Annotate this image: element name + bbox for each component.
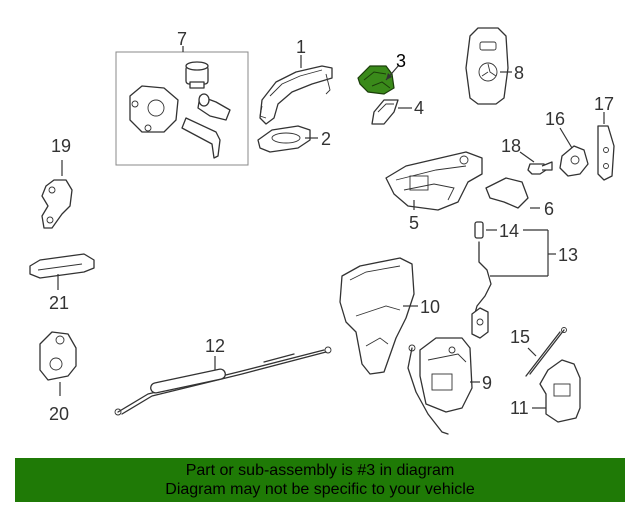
part-1-outside-handle — [259, 55, 333, 125]
callout-14: 14 — [499, 221, 519, 241]
callout-11: 11 — [510, 398, 529, 418]
part-8-remote-key — [465, 27, 512, 105]
part-20-mechanism — [39, 331, 77, 396]
callout-8: 8 — [514, 63, 524, 83]
part-13-rod-assembly — [471, 241, 492, 339]
part-19-lever — [41, 160, 73, 229]
part-15-rod — [525, 327, 567, 377]
part-21-pull-handle — [29, 253, 95, 290]
banner-line-2: Diagram may not be specific to your vehi… — [165, 481, 475, 498]
callout-12: 12 — [205, 336, 225, 356]
banner-line-1: Part or sub-assembly is #3 in diagram — [185, 462, 455, 479]
part-16-bracket — [559, 127, 589, 177]
part-5-lock-assembly — [385, 151, 483, 211]
callout-7: 7 — [177, 29, 187, 49]
part-17-strip — [597, 112, 615, 181]
callout-16: 16 — [545, 109, 565, 129]
part-6-bracket — [485, 177, 540, 209]
callout-19: 19 — [51, 136, 71, 156]
part-7-lock-set — [115, 46, 249, 166]
callout-6: 6 — [544, 199, 554, 219]
part-14-pin — [474, 221, 556, 277]
callout-21: 21 — [49, 293, 69, 313]
callout-13: 13 — [558, 245, 578, 265]
callout-2: 2 — [321, 129, 331, 149]
info-banner: Part or sub-assembly is #3 in diagram Di… — [15, 458, 625, 502]
part-3-cap-highlighted — [357, 64, 400, 95]
callout-9: 9 — [482, 373, 492, 393]
part-18-screw — [519, 151, 553, 175]
callout-1: 1 — [296, 37, 306, 57]
part-2-escutcheon — [257, 125, 318, 153]
callout-4: 4 — [414, 98, 424, 118]
callout-15: 15 — [510, 327, 530, 347]
callout-20: 20 — [49, 404, 69, 424]
part-12-cable — [114, 346, 332, 416]
callout-5: 5 — [409, 213, 419, 233]
part-11-actuator — [532, 359, 581, 423]
part-4-gasket — [371, 99, 412, 125]
callout-3: 3 — [396, 51, 406, 71]
part-10-cover — [339, 257, 418, 375]
callout-18: 18 — [501, 136, 521, 156]
callout-10: 10 — [420, 297, 440, 317]
callout-17: 17 — [594, 94, 614, 114]
part-9-latch — [407, 337, 480, 435]
